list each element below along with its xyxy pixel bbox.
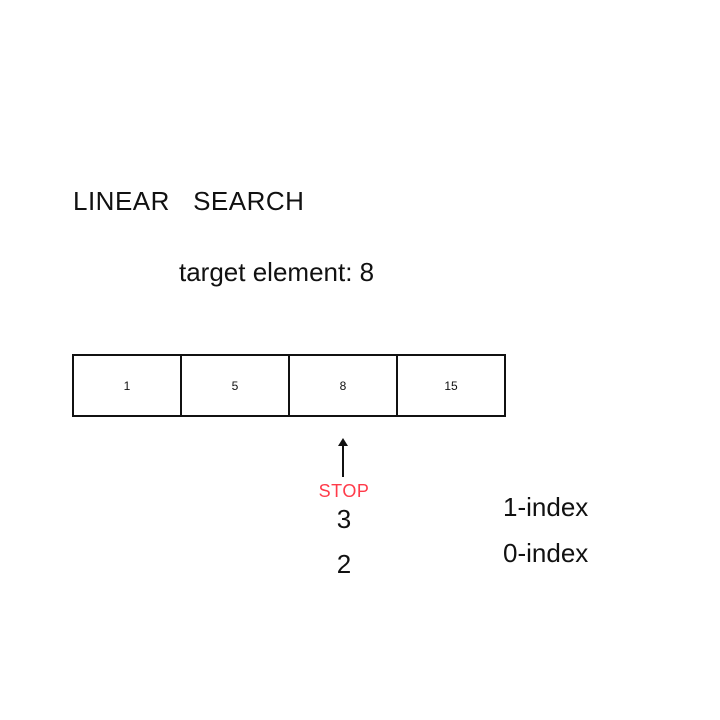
one-index-value: 3 xyxy=(336,504,352,534)
one-index-label: 1-index xyxy=(503,492,589,522)
array-cell: 8 xyxy=(288,354,398,417)
up-arrow-icon xyxy=(338,438,348,477)
array-cell: 1 xyxy=(72,354,182,417)
stop-label: STOP xyxy=(318,481,370,501)
target-element-label: target element: 8 xyxy=(179,257,375,287)
zero-index-label: 0-index xyxy=(503,538,589,568)
array-cell: 15 xyxy=(396,354,506,417)
array-boxes: 1 5 8 15 xyxy=(72,354,506,417)
diagram-title: LINEAR SEARCH xyxy=(73,186,305,216)
zero-index-value: 2 xyxy=(336,549,352,579)
array-cell: 5 xyxy=(180,354,290,417)
